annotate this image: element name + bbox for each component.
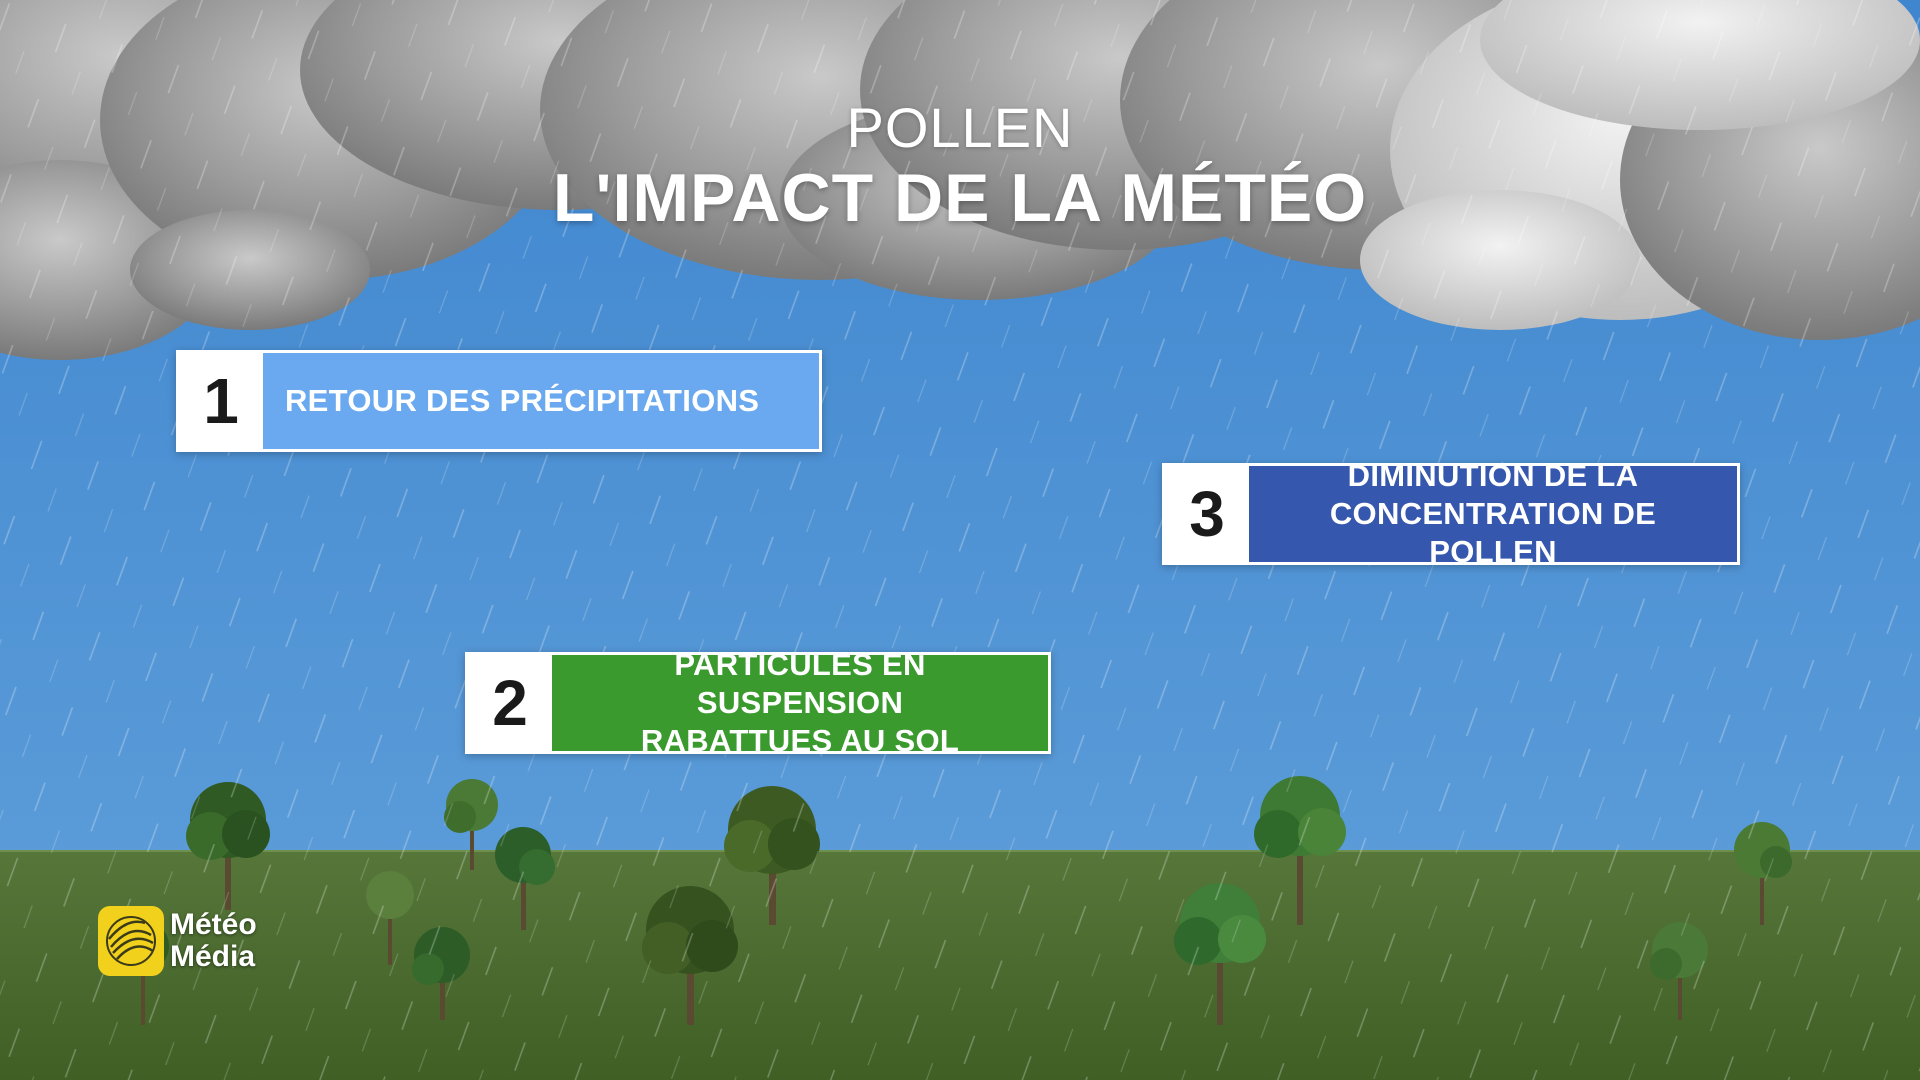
step-1-box: 1 RETOUR DES PRÉCIPITATIONS — [176, 350, 822, 452]
step-3-label-line-2: CONCENTRATION DE POLLEN — [1329, 496, 1657, 569]
step-3-label-line-1: DIMINUTION DE LA — [1347, 458, 1639, 493]
title-block: POLLEN L'IMPACT DE LA MÉTÉO — [0, 96, 1920, 236]
meteomedia-logo: Météo Média — [98, 906, 257, 976]
step-1-label: RETOUR DES PRÉCIPITATIONS — [263, 353, 819, 449]
logo-line-2: Média — [170, 940, 256, 973]
step-3-box: 3 DIMINUTION DE LA CONCENTRATION DE POLL… — [1162, 458, 1740, 569]
logo-wordmark: Météo Média — [170, 909, 257, 973]
logo-line-1: Météo — [170, 908, 257, 941]
page-subtitle: POLLEN — [846, 96, 1074, 159]
step-3-number: 3 — [1165, 466, 1249, 562]
globe-swirl-icon — [98, 906, 164, 976]
step-2-label-line-1: PARTICULES EN SUSPENSION — [674, 647, 926, 720]
step-2-label-line-2: RABATTUES AU SOL — [640, 723, 960, 758]
step-2-box: 2 PARTICULES EN SUSPENSION RABATTUES AU … — [465, 647, 1051, 758]
step-2-label: PARTICULES EN SUSPENSION RABATTUES AU SO… — [552, 647, 1048, 758]
step-2-number: 2 — [468, 655, 552, 751]
step-3-label: DIMINUTION DE LA CONCENTRATION DE POLLEN — [1249, 458, 1737, 569]
step-1-label-line-1: RETOUR DES PRÉCIPITATIONS — [285, 383, 760, 418]
step-1-number: 1 — [179, 353, 263, 449]
page-title: L'IMPACT DE LA MÉTÉO — [552, 160, 1368, 236]
